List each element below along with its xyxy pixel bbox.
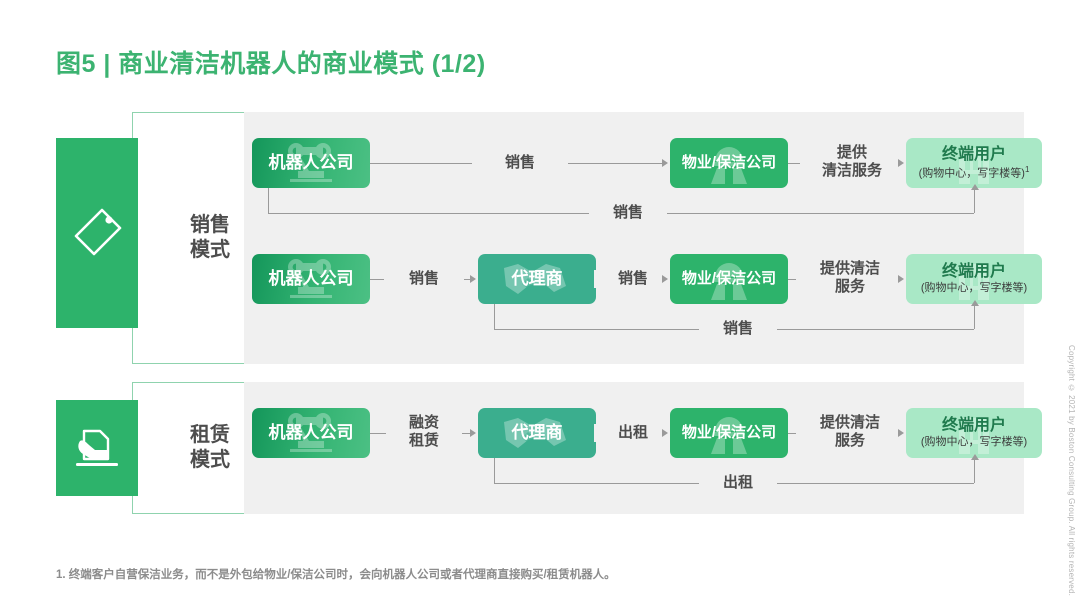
arrow-right-icon bbox=[898, 275, 904, 283]
edge-label-service: 提供 清洁服务 bbox=[800, 144, 904, 180]
node-robot-company[interactable]: 机器人公司 bbox=[252, 254, 370, 304]
rental-mode-label: 租赁 模式 bbox=[190, 424, 230, 471]
arrow-right-icon bbox=[898, 429, 904, 437]
arrow-right-icon bbox=[662, 159, 668, 167]
rental-label-panel: 租赁 模式 bbox=[56, 382, 244, 514]
edge-line-service bbox=[788, 163, 800, 164]
bypass-line-vertical-start bbox=[494, 304, 495, 330]
bypass-line-vertical-end bbox=[974, 190, 975, 213]
edge-label-rent: 出租 bbox=[594, 424, 672, 442]
robot-arm-icon bbox=[288, 143, 332, 182]
rental-icon-tile bbox=[56, 400, 138, 496]
arrow-up-icon bbox=[971, 184, 979, 190]
arrow-right-icon bbox=[898, 159, 904, 167]
node-agent[interactable]: 代理商 bbox=[478, 254, 596, 304]
node-label: 物业/保洁公司 bbox=[681, 154, 777, 172]
node-agent[interactable]: 代理商 bbox=[478, 408, 596, 458]
section-sales-mode: 机器人公司 销售 物业/保洁公司 提供 清洁服务 bbox=[56, 112, 1042, 364]
node-robot-company[interactable]: 机器人公司 bbox=[252, 408, 370, 458]
bypass-label-rent: 出租 bbox=[699, 474, 777, 492]
arrow-right-icon bbox=[470, 275, 476, 283]
bypass-line-vertical-start bbox=[268, 188, 269, 214]
rental-label-card: 租赁 模式 bbox=[132, 382, 244, 514]
edge-label-service: 提供清洁 服务 bbox=[796, 260, 904, 296]
handshake-icon bbox=[504, 264, 566, 294]
cleaner-person-icon bbox=[711, 417, 747, 454]
robot-arm-icon bbox=[288, 413, 332, 452]
sales-label-panel: 销售 模式 bbox=[56, 112, 244, 364]
footnote: 1. 终端客户自营保洁业务，而不是外包给物业/保洁公司时，会向机器人公司或者代理… bbox=[56, 569, 616, 581]
node-property-company[interactable]: 物业/保洁公司 bbox=[670, 138, 788, 188]
node-end-user[interactable]: 终端用户 (购物中心，写字楼等) bbox=[906, 254, 1042, 304]
node-label: 终端用户 bbox=[941, 146, 1006, 164]
node-sublabel: (购物中心，写字楼等) bbox=[920, 281, 1028, 294]
node-label: 代理商 bbox=[511, 269, 563, 289]
bypass-line-vertical-start bbox=[494, 458, 495, 484]
node-sublabel: (购物中心，写字楼等) bbox=[920, 435, 1028, 448]
cleaner-person-icon bbox=[711, 147, 747, 184]
node-label: 终端用户 bbox=[941, 417, 1006, 435]
node-sublabel: (购物中心，写字楼等)1 bbox=[918, 164, 1030, 180]
building-icon bbox=[959, 418, 989, 454]
building-icon bbox=[959, 264, 989, 300]
node-robot-company[interactable]: 机器人公司 bbox=[252, 138, 370, 188]
arrow-up-icon bbox=[971, 454, 979, 460]
edge-label-sales: 销售 bbox=[384, 270, 464, 288]
arrow-right-icon bbox=[470, 429, 476, 437]
bypass-line-vertical-end bbox=[974, 460, 975, 483]
node-label: 机器人公司 bbox=[268, 423, 354, 443]
cleaner-person-icon bbox=[711, 263, 747, 300]
node-label: 机器人公司 bbox=[268, 153, 354, 173]
arrow-right-icon bbox=[662, 429, 668, 437]
node-end-user[interactable]: 终端用户 (购物中心，写字楼等)1 bbox=[906, 138, 1042, 188]
sales-mode-label: 销售 模式 bbox=[190, 214, 230, 261]
sales-icon-tile bbox=[56, 138, 138, 328]
edge-line-service bbox=[788, 279, 800, 280]
edge-label-sales: 销售 bbox=[594, 270, 672, 288]
node-end-user[interactable]: 终端用户 (购物中心，写字楼等) bbox=[906, 408, 1042, 458]
price-tag-icon bbox=[74, 208, 122, 256]
sales-label-card: 销售 模式 bbox=[132, 112, 244, 364]
section-rental-mode: 机器人公司 融资 租赁 代理商 出租 物业/保洁公司 提供清洁 服务 bbox=[56, 382, 1042, 514]
bypass-label-sales: 销售 bbox=[589, 204, 667, 222]
rental-flow-area: 机器人公司 融资 租赁 代理商 出租 物业/保洁公司 提供清洁 服务 bbox=[244, 382, 1042, 514]
node-label: 终端用户 bbox=[941, 263, 1006, 281]
edge-label-sales: 销售 bbox=[472, 154, 568, 172]
node-property-company[interactable]: 物业/保洁公司 bbox=[670, 408, 788, 458]
node-label: 机器人公司 bbox=[268, 269, 354, 289]
page-title: 图5 | 商业清洁机器人的商业模式 (1/2) bbox=[56, 50, 486, 78]
robot-arm-icon bbox=[288, 259, 332, 298]
edge-line-service bbox=[788, 433, 800, 434]
node-property-company[interactable]: 物业/保洁公司 bbox=[670, 254, 788, 304]
node-label: 代理商 bbox=[511, 423, 563, 443]
hand-signing-document-icon bbox=[76, 429, 118, 466]
building-icon bbox=[959, 148, 989, 184]
handshake-icon bbox=[504, 418, 566, 448]
sales-flow-area: 机器人公司 销售 物业/保洁公司 提供 清洁服务 bbox=[244, 112, 1042, 364]
copyright-notice: Copyright © 2021 by Boston Consulting Gr… bbox=[1067, 344, 1076, 596]
arrow-up-icon bbox=[971, 300, 979, 306]
edge-label-finance-lease: 融资 租赁 bbox=[386, 414, 462, 450]
node-label: 物业/保洁公司 bbox=[681, 424, 777, 442]
edge-label-service: 提供清洁 服务 bbox=[796, 414, 904, 450]
bypass-line-vertical-end bbox=[974, 306, 975, 329]
node-label: 物业/保洁公司 bbox=[681, 270, 777, 288]
bypass-label-sales: 销售 bbox=[699, 320, 777, 338]
footnote-marker: 1 bbox=[1024, 164, 1030, 174]
arrow-right-icon bbox=[662, 275, 668, 283]
